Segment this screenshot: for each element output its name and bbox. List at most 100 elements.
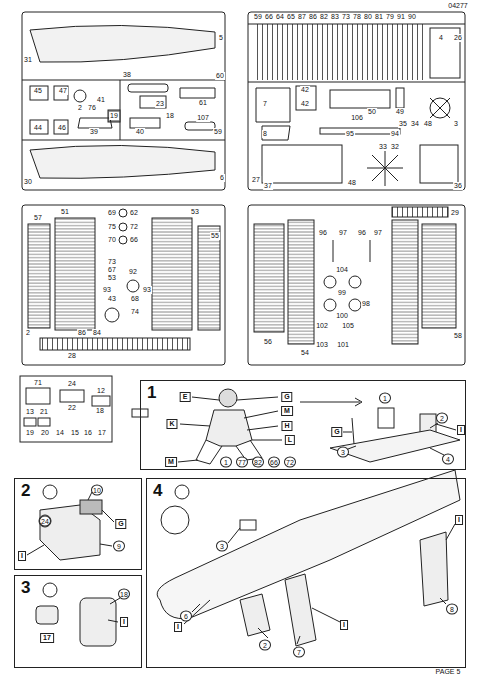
part-number: 48 <box>347 179 357 187</box>
part-number: 86 <box>308 13 318 21</box>
part-number: 51 <box>60 208 70 216</box>
part-number: 3 <box>453 120 459 128</box>
part-number: 54 <box>300 349 310 357</box>
part-number: 99 <box>337 289 347 297</box>
part-number: 87 <box>297 13 307 21</box>
callout-number: 10 <box>91 485 103 496</box>
part-number: 41 <box>96 96 106 104</box>
callout-number: 9 <box>113 541 125 552</box>
part-number: 31 <box>23 56 33 64</box>
paint-callout: I <box>455 515 463 525</box>
part-number: 24 <box>67 380 77 388</box>
part-number: 60 <box>215 72 225 80</box>
part-number: 73 <box>107 258 117 266</box>
callout-number: 82 <box>252 457 264 468</box>
paint-callout: I <box>340 620 348 630</box>
part-number: 59 <box>253 13 263 21</box>
part-number: 68 <box>130 295 140 303</box>
callout-number: 66 <box>268 457 280 468</box>
part-number: 48 <box>423 120 433 128</box>
part-number: 14 <box>55 429 65 437</box>
part-number: 93 <box>102 286 112 294</box>
part-number: 65 <box>286 13 296 21</box>
part-number: 30 <box>23 178 33 186</box>
part-number: 39 <box>89 128 99 136</box>
part-number: 83 <box>330 13 340 21</box>
callout-number: 2 <box>436 413 448 424</box>
part-number: 90 <box>407 13 417 21</box>
part-number: 57 <box>33 214 43 222</box>
part-number: 12 <box>96 387 106 395</box>
part-number: 62 <box>129 209 139 217</box>
part-number: 72 <box>129 223 139 231</box>
part-number: 28 <box>67 352 77 360</box>
part-number: 94 <box>390 130 400 138</box>
part-number: 17 <box>97 429 107 437</box>
part-number: 8 <box>262 130 268 138</box>
part-number: 96 <box>318 229 328 237</box>
part-number: 97 <box>338 229 348 237</box>
part-number: 26 <box>453 34 463 42</box>
paint-callout: I <box>457 425 465 435</box>
part-number: 78 <box>352 13 362 21</box>
callout-number: 7 <box>293 647 305 658</box>
part-number: 75 <box>107 223 117 231</box>
part-number: 49 <box>395 108 405 116</box>
part-number: 95 <box>345 130 355 138</box>
part-number: 20 <box>40 429 50 437</box>
callout-number: 8 <box>446 604 458 615</box>
part-number: 102 <box>315 322 329 330</box>
part-number: 36 <box>453 182 463 190</box>
part-number: 93 <box>142 286 152 294</box>
part-number: 76 <box>87 104 97 112</box>
part-number: 61 <box>198 99 208 107</box>
part-number: 40 <box>135 128 145 136</box>
part-number: 5 <box>218 34 224 42</box>
part-number: 7 <box>262 100 268 108</box>
part-number: 13 <box>25 408 35 416</box>
part-number: 43 <box>107 295 117 303</box>
part-number: 6 <box>219 174 225 182</box>
callout-number: 24 <box>39 516 51 527</box>
part-number: 47 <box>58 87 68 95</box>
step-number: 1 <box>147 383 156 403</box>
part-number: 103 <box>315 341 329 349</box>
part-number: 16 <box>83 429 93 437</box>
paint-callout: G <box>331 427 342 437</box>
part-number: 18 <box>165 112 175 120</box>
step-number: 3 <box>21 578 30 598</box>
part-number: 29 <box>450 209 460 217</box>
part-number: 82 <box>319 13 329 21</box>
part-number: 80 <box>363 13 373 21</box>
part-number: 56 <box>263 338 273 346</box>
callout-number: 1 <box>220 457 232 468</box>
part-number: 33 <box>378 143 388 151</box>
part-number: 22 <box>67 404 77 412</box>
step-number: 2 <box>21 481 30 501</box>
part-number: 42 <box>300 100 310 108</box>
callout-number: 4 <box>442 454 454 465</box>
part-number: 96 <box>357 229 367 237</box>
paint-callout: M <box>165 457 177 467</box>
part-number: 64 <box>275 13 285 21</box>
part-number: 66 <box>264 13 274 21</box>
part-number: 35 <box>398 120 408 128</box>
part-number: 19 <box>109 112 119 120</box>
part-number: 21 <box>39 408 49 416</box>
part-number: 44 <box>33 124 43 132</box>
part-number: 100 <box>335 312 349 320</box>
paint-callout: I <box>120 617 128 627</box>
callout-number: 1 <box>379 393 391 404</box>
paint-callout: H <box>281 421 292 431</box>
callout-number: 18 <box>118 589 130 600</box>
part-number: 105 <box>341 322 355 330</box>
part-number: 71 <box>33 379 43 387</box>
part-number: 58 <box>453 332 463 340</box>
part-number: 2 <box>77 104 83 112</box>
page-marker: 04277 <box>447 2 468 10</box>
part-number: 4 <box>438 34 444 42</box>
part-number: 79 <box>385 13 395 21</box>
part-number: 69 <box>107 209 117 217</box>
callout-number: 3 <box>216 541 228 552</box>
